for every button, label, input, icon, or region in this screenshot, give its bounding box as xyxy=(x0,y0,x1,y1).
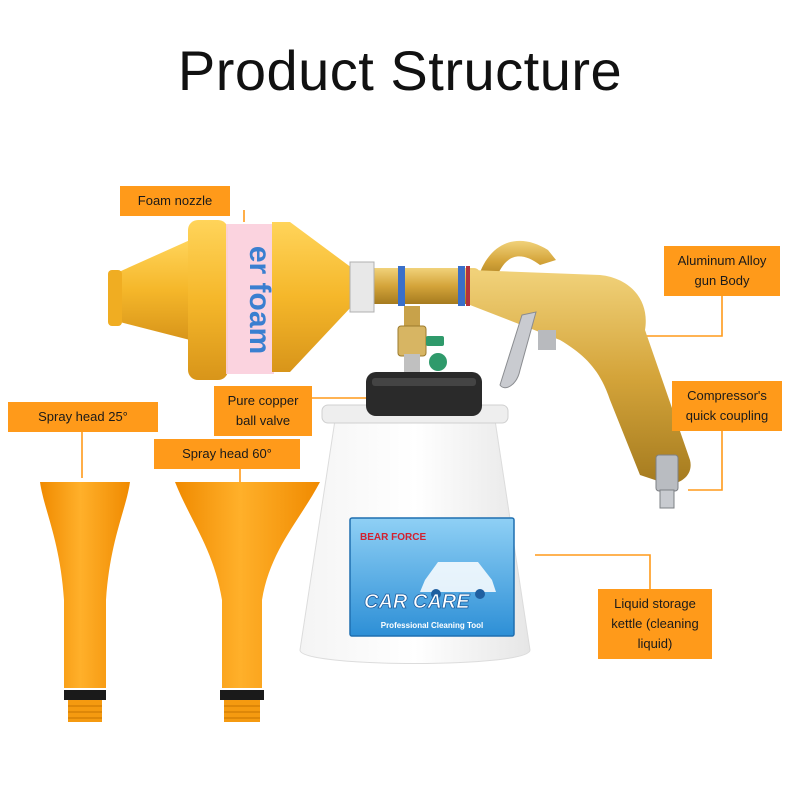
spray-head-25 xyxy=(40,482,130,722)
copper-ball-valve xyxy=(397,306,447,372)
callout-copper-valve: Pure copper ball valve xyxy=(214,386,312,436)
aluminum-gun-body xyxy=(350,240,691,484)
callout-aluminum-body: Aluminum Alloy gun Body xyxy=(664,246,780,296)
tagline-text: Professional Cleaning Tool xyxy=(381,621,484,630)
spray-head-60 xyxy=(175,482,320,722)
line-kettle xyxy=(535,554,651,590)
callout-foam-nozzle: Foam nozzle xyxy=(120,186,230,216)
foam-nozzle xyxy=(108,220,375,380)
callout-spray-head-25: Spray head 25° xyxy=(8,402,158,432)
callout-kettle: Liquid storage kettle (cleaning liquid) xyxy=(598,589,712,659)
brand-text: BEAR FORCE xyxy=(360,532,426,543)
page-title: Product Structure xyxy=(177,39,623,102)
line-compressor xyxy=(688,425,723,491)
foam-label-text: er foam xyxy=(243,246,276,354)
liquid-storage-kettle xyxy=(299,372,531,664)
callout-compressor-coupling: Compressor's quick coupling xyxy=(672,381,782,431)
compressor-quick-coupling xyxy=(655,454,679,509)
car-care-text: CAR CARE xyxy=(364,591,470,613)
callout-spray-head-60: Spray head 60° xyxy=(154,439,300,469)
